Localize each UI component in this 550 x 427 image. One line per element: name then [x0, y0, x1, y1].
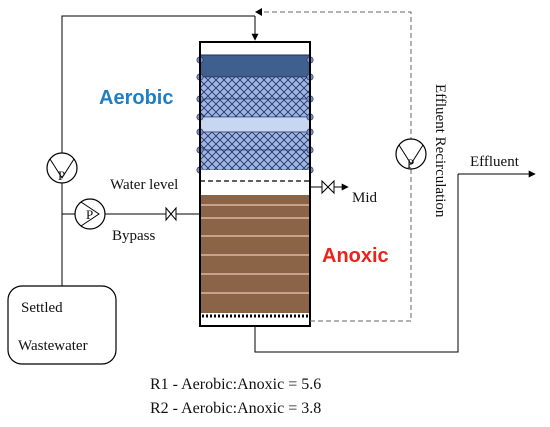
aerobic-top-layer	[199, 54, 311, 78]
aerobic-mesh-layer	[199, 149, 311, 171]
aerobic-mesh-layer	[199, 98, 311, 118]
anoxic-zone	[200, 195, 310, 313]
pump-label: P	[407, 156, 414, 171]
pump-icon: P	[74, 198, 106, 230]
settled-label: Settled	[21, 300, 63, 316]
aerobic-light-layer	[199, 116, 311, 133]
anoxic-separators	[200, 204, 310, 294]
anoxic-zone-label: Anoxic	[322, 245, 389, 267]
valve-icon	[321, 179, 335, 195]
pump-icon: P	[46, 152, 78, 184]
effluent-recirculation-label: Effluent Recirculation	[432, 84, 448, 218]
valve-icon	[165, 206, 177, 222]
effluent-pipe	[254, 174, 459, 353]
wastewater-label: Wastewater	[18, 338, 88, 354]
ratio-r1: R1 - Aerobic:Anoxic = 5.6	[150, 376, 321, 393]
bypass-label: Bypass	[112, 228, 156, 244]
effluent-label: Effluent	[470, 154, 520, 170]
aerobic-zone-label: Aerobic	[99, 87, 173, 109]
reactor-column	[196, 41, 314, 327]
mid-label: Mid	[352, 190, 378, 206]
recirculation-loop	[255, 11, 412, 322]
pump-label: P	[58, 168, 65, 183]
settled-wastewater-tank: Settled Wastewater	[7, 285, 117, 365]
water-level-band	[200, 170, 310, 195]
water-level-label: Water level	[110, 177, 178, 193]
feed-pipe	[61, 15, 255, 286]
pump-label: P	[86, 207, 93, 222]
pump-icon: P	[395, 138, 427, 171]
aerobic-mesh-layer	[199, 76, 311, 100]
ratio-r2: R2 - Aerobic:Anoxic = 3.8	[150, 400, 321, 417]
aerobic-mesh-layer	[199, 131, 311, 151]
aerobic-zone	[196, 54, 314, 174]
recirculation-arrow-icon	[255, 8, 262, 16]
